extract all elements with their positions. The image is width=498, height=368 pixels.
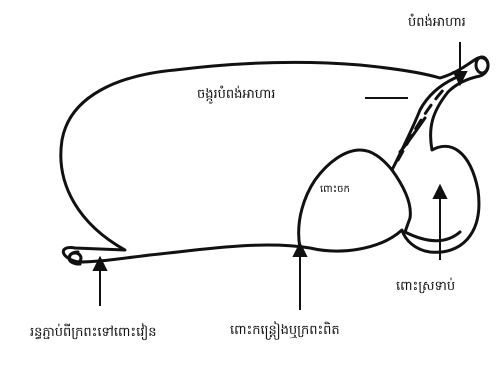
label-reticulum: ពោះចក <box>320 184 350 195</box>
label-omasum: ពោះស្រទាប់ <box>396 277 455 294</box>
omasum-outline <box>405 232 460 241</box>
label-esophageal-ring: ចង្កូរបំពង់អាហារ <box>197 85 275 104</box>
esophagus-opening <box>476 57 488 73</box>
label-abomasum: ពោះកន្ត្រៀងឬក្រពះពិត <box>230 321 340 340</box>
label-esophagus: បំពង់អាហារ <box>408 13 466 30</box>
omasum-arrowhead <box>434 186 446 198</box>
label-duodenum: រន្ធភ្ជាប់ពីក្រពះទៅពោះវៀន <box>30 323 156 341</box>
